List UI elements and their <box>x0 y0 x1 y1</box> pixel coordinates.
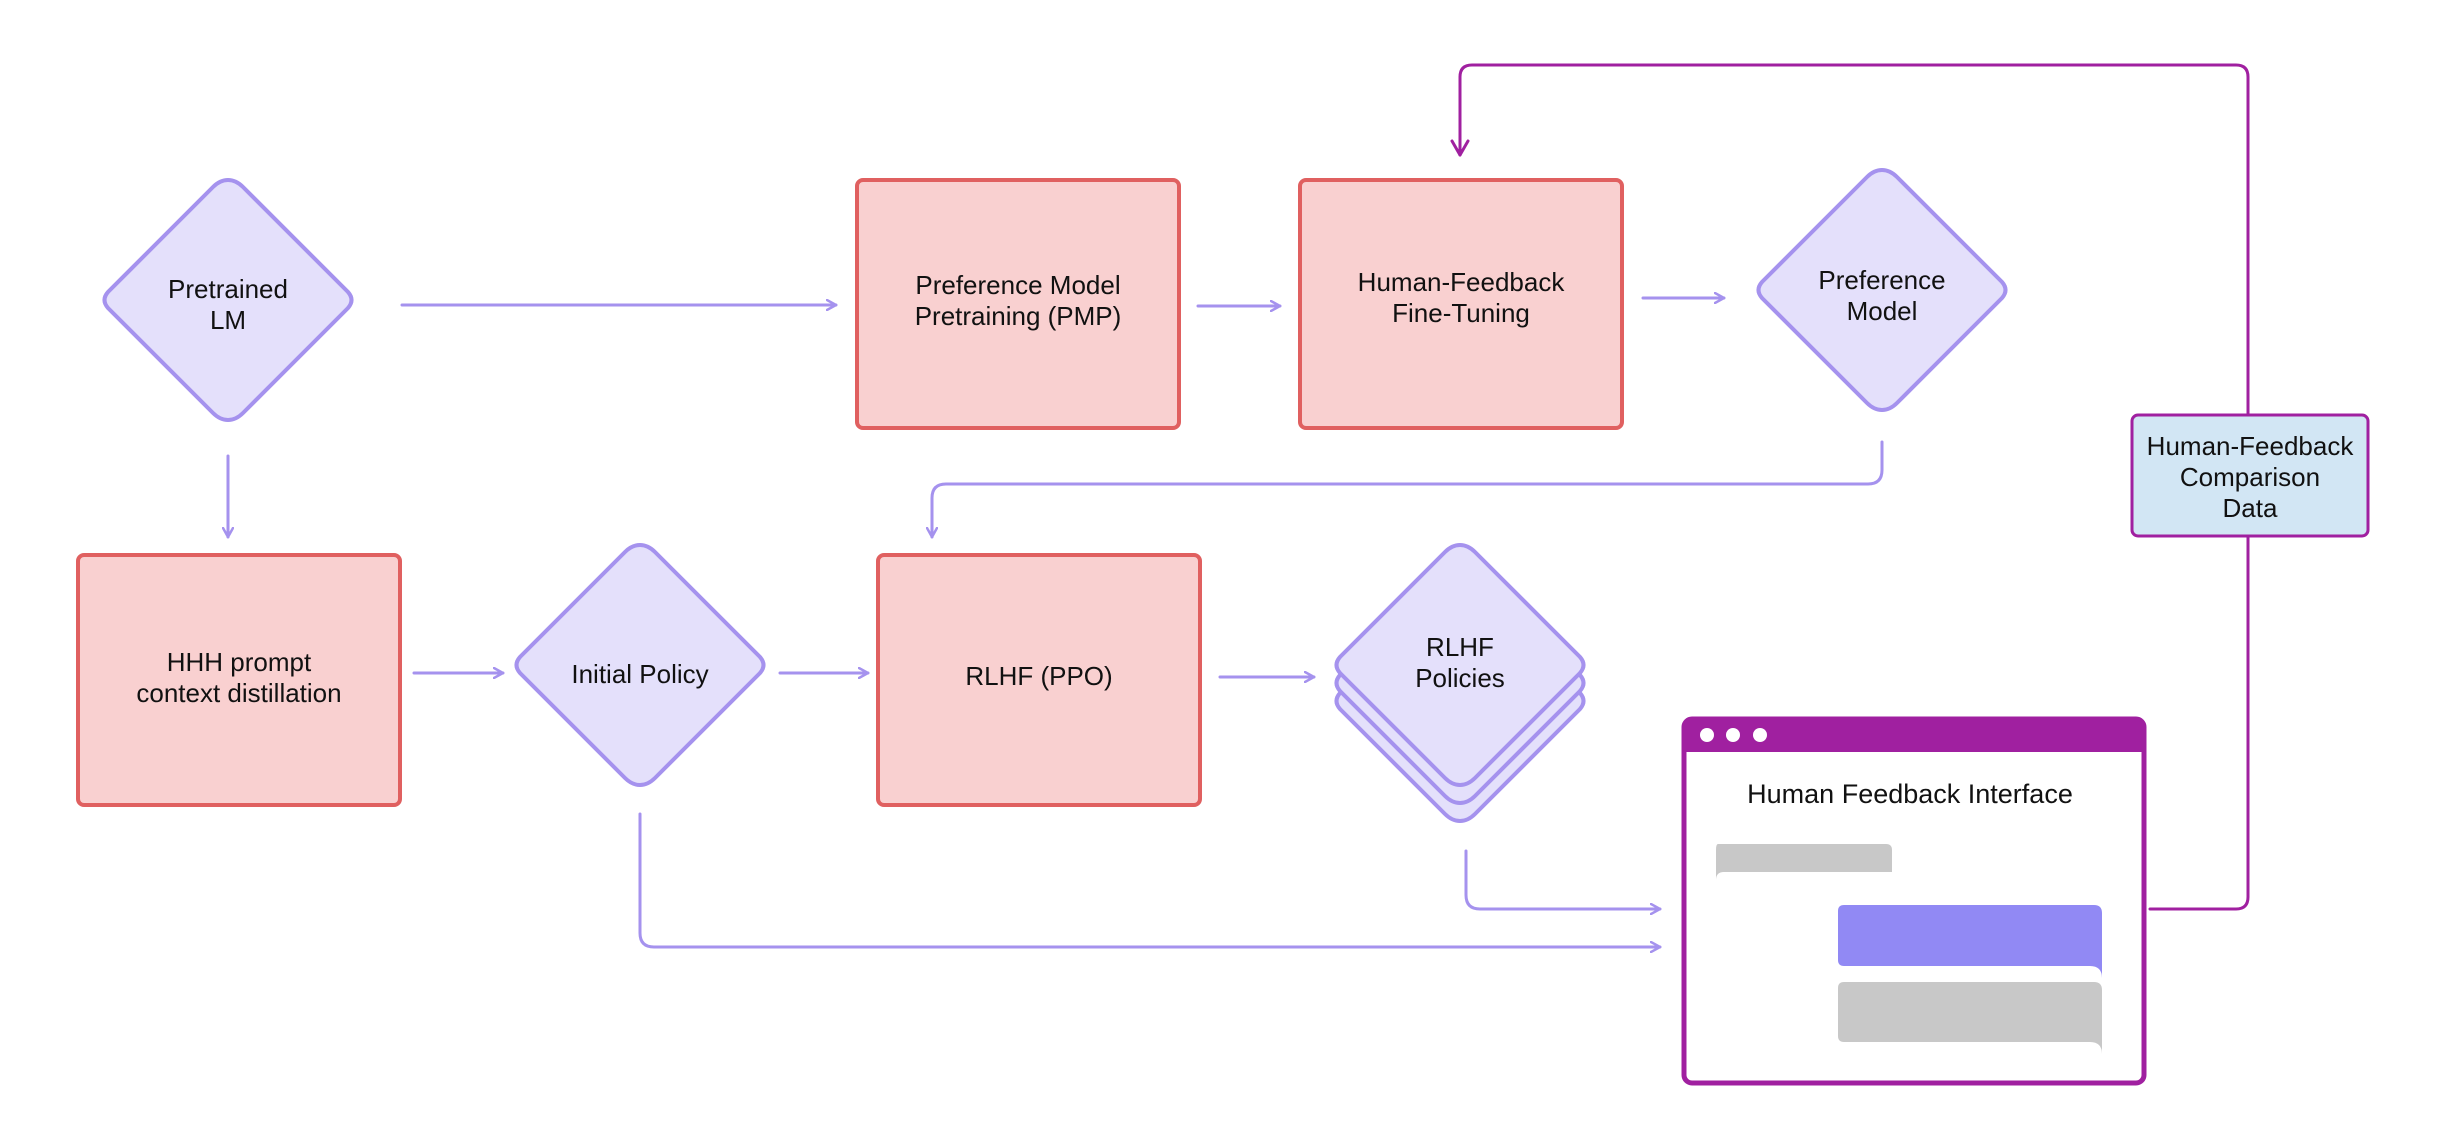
arrow-policies-to-interface <box>1464 849 1662 909</box>
response-a-bubble <box>1838 905 2102 978</box>
comparison-data-label-line2: Comparison <box>2180 462 2320 492</box>
arrow-preference-model-to-rlhf <box>932 440 1884 539</box>
rlhf-policies-label-line1: RLHF <box>1426 632 1494 662</box>
pmp-label-line2: Pretraining (PMP) <box>915 301 1122 331</box>
finetuning-box: Human-Feedback Fine-Tuning <box>1298 178 1624 430</box>
window-titlebar <box>1684 719 2144 752</box>
finetuning-label-line1: Human-Feedback <box>1358 267 1566 297</box>
policy-layer-front <box>1334 542 1586 788</box>
rlhf-policies-label-line2: Policies <box>1415 663 1505 693</box>
comparison-data-label-line3: Data <box>2223 493 2278 523</box>
pmp-box: Preference Model Pretraining (PMP) <box>855 178 1181 430</box>
hhh-box: HHH prompt context distillation <box>76 553 402 807</box>
rlhf-ppo-box: RLHF (PPO) <box>876 553 1202 807</box>
comparison-data-tag: Human-Feedback Comparison Data <box>2130 413 2370 538</box>
hhh-label-line2: context distillation <box>136 678 341 708</box>
window-dot-2 <box>1726 728 1740 742</box>
feedback-loop-arrow <box>1450 63 2250 911</box>
preference-model-diamond: Preference Model <box>1756 167 2008 413</box>
human-feedback-interface-window: Human Feedback Interface <box>1681 716 2147 1086</box>
pmp-label-line1: Preference Model <box>915 270 1120 300</box>
response-b-bubble <box>1838 982 2102 1054</box>
window-dot-1 <box>1700 728 1714 742</box>
finetuning-label-line2: Fine-Tuning <box>1392 298 1530 328</box>
arrow-initial-policy-to-interface <box>638 812 1662 947</box>
initial-policy-diamond: Initial Policy <box>514 542 766 788</box>
window-dot-3 <box>1753 728 1767 742</box>
preference-model-label-line2: Model <box>1847 296 1918 326</box>
initial-policy-label: Initial Policy <box>571 659 708 689</box>
preference-model-label-line1: Preference <box>1818 265 1945 295</box>
rlhf-policies-stack: RLHF Policies <box>1334 542 1586 824</box>
pretrained-lm-diamond: Pretrained LM <box>102 177 354 423</box>
comparison-data-label-line1: Human-Feedback <box>2147 431 2355 461</box>
interface-title: Human Feedback Interface <box>1747 779 2073 809</box>
rlhf-ppo-label: RLHF (PPO) <box>965 661 1112 691</box>
prompt-bubble <box>1716 844 1892 880</box>
pretrained-lm-label-line2: LM <box>210 305 246 335</box>
hhh-label-line1: HHH prompt <box>167 647 312 677</box>
pretrained-lm-label-line1: Pretrained <box>168 274 288 304</box>
